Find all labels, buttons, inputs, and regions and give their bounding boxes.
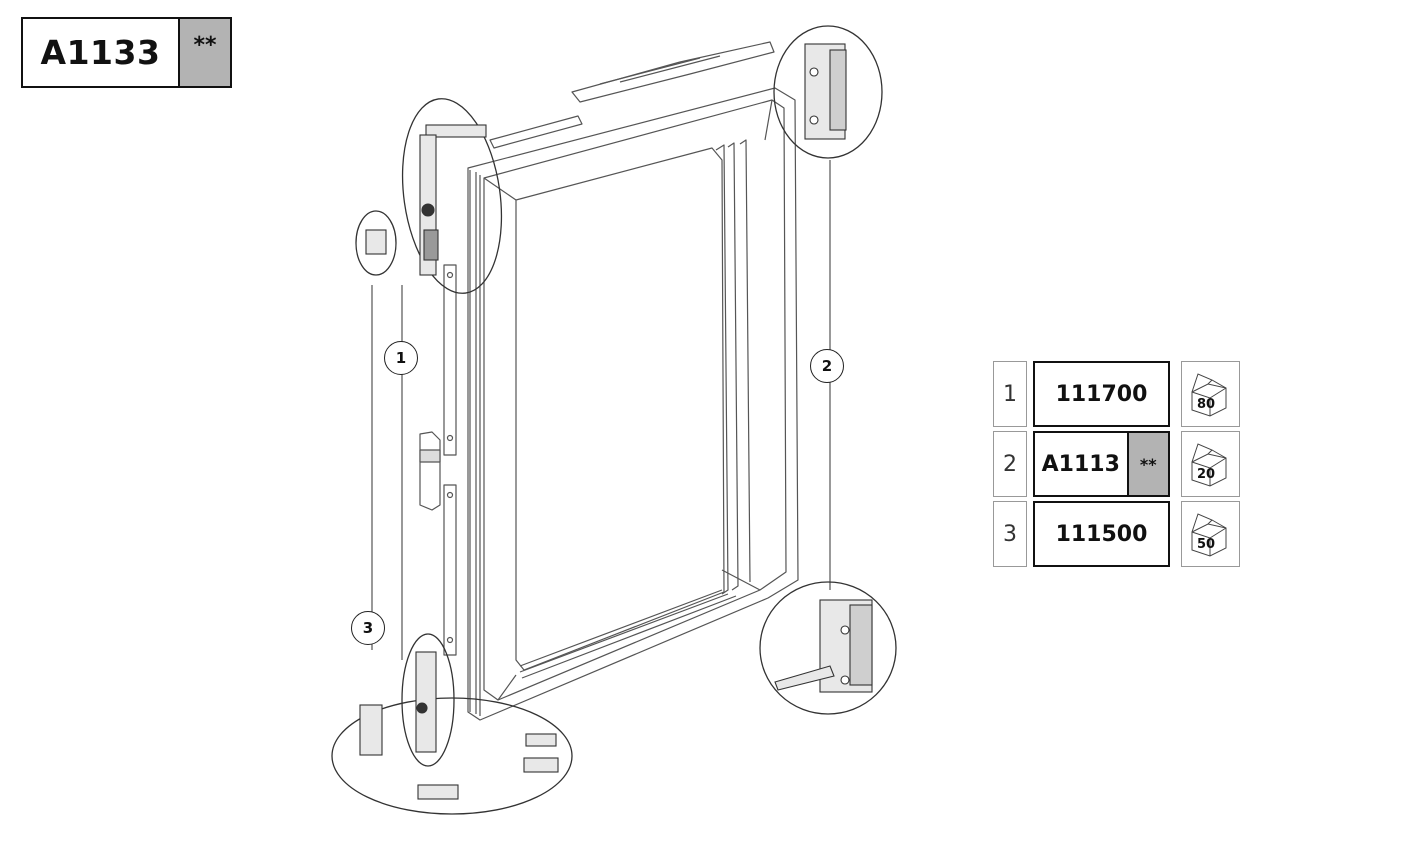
article-code-box: A1133 ** — [21, 17, 232, 88]
part-row: 2 A1113 ** 20 — [993, 431, 1240, 497]
package-box-icon — [1191, 513, 1227, 557]
part-number: 3 — [993, 501, 1027, 567]
lower-keeper-right-1 — [525, 733, 557, 747]
part-code: 111700 — [1033, 361, 1170, 427]
part-code-text: A1113 — [1041, 451, 1120, 477]
article-code-suffix: ** — [180, 19, 230, 86]
package-box-icon — [1191, 443, 1227, 487]
part-code-suffix: ** — [1126, 433, 1168, 495]
keeper-part — [365, 229, 387, 255]
package-box: 80 — [1181, 361, 1240, 427]
glass-pane — [515, 147, 725, 671]
lower-gear-part — [415, 651, 437, 753]
part-code: A1113 ** — [1033, 431, 1170, 497]
detail-corner-drive — [401, 98, 503, 294]
package-box-icon — [1191, 373, 1227, 417]
sash-outer-frame — [467, 87, 799, 721]
part-code: 111500 — [1033, 501, 1170, 567]
detail-lower-hinge — [759, 581, 897, 715]
package-box: 50 — [1181, 501, 1240, 567]
detail-lower-parts — [331, 697, 573, 815]
corner-drive-part — [425, 124, 487, 138]
callout-1: 1 — [384, 341, 418, 375]
top-rod-right — [571, 41, 775, 103]
part-row: 3 111500 50 — [993, 501, 1240, 567]
callout-2: 2 — [810, 349, 844, 383]
callout-3: 3 — [351, 611, 385, 645]
lower-keeper-right-2 — [523, 757, 559, 773]
package-box: 20 — [1181, 431, 1240, 497]
package-quantity: 20 — [1196, 466, 1216, 482]
locking-bar-upper — [443, 264, 457, 456]
detail-lower-gear — [401, 633, 455, 767]
locking-bar-lower — [443, 484, 457, 656]
detail-upper-hinge — [773, 25, 883, 159]
package-quantity: 80 — [1196, 396, 1216, 412]
central-gear — [419, 431, 441, 511]
part-row: 1 111700 80 — [993, 361, 1240, 427]
part-number: 2 — [993, 431, 1027, 497]
top-rod-left — [489, 115, 583, 149]
package-quantity: 50 — [1196, 536, 1216, 552]
article-code: A1133 — [23, 19, 180, 86]
detail-keeper-small — [355, 210, 397, 276]
part-number: 1 — [993, 361, 1027, 427]
lower-keeper-bottom — [417, 784, 459, 800]
lower-keeper-left — [359, 704, 383, 756]
